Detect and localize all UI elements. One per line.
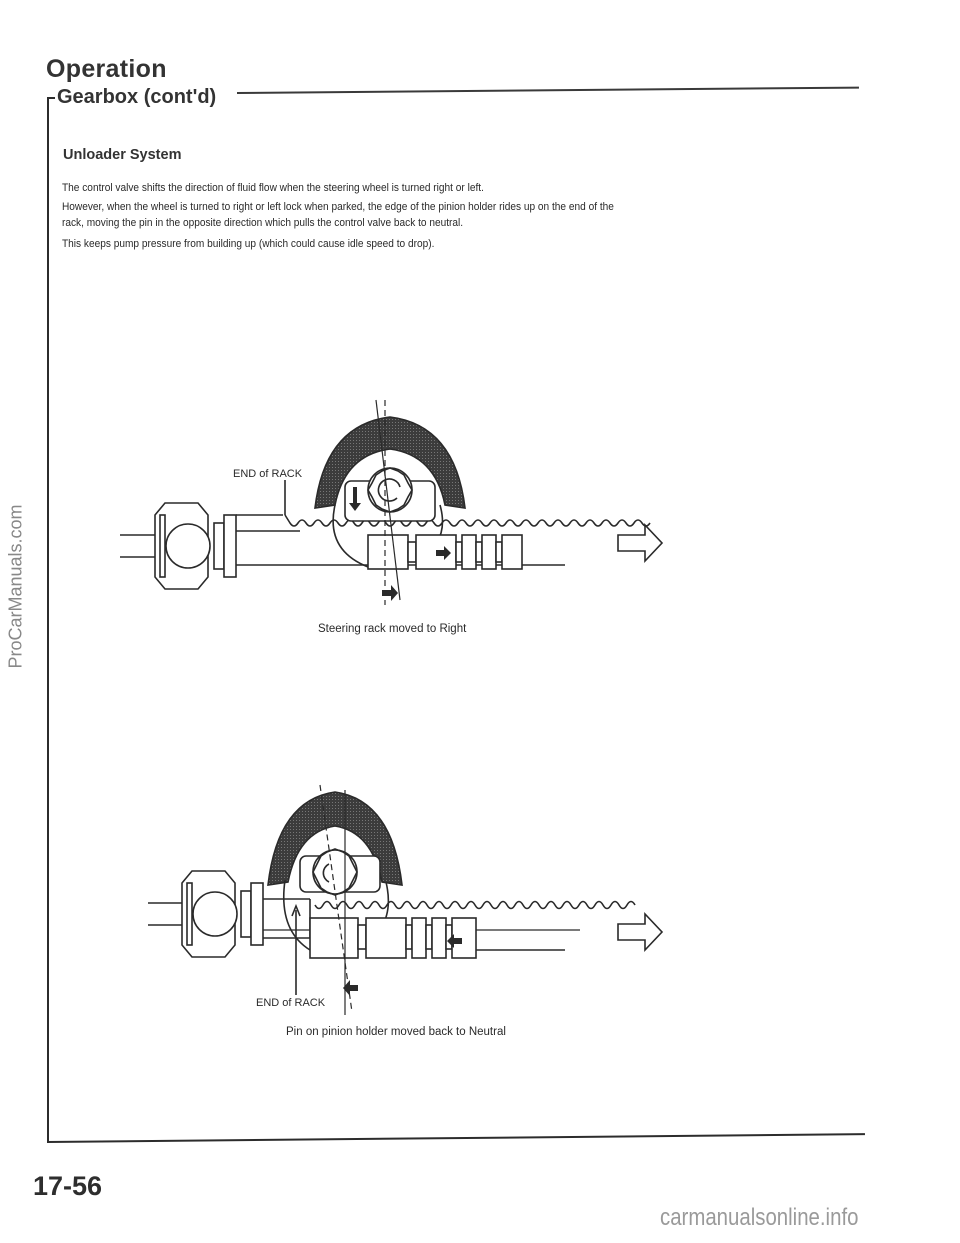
diagram-1-caption: Steering rack moved to Right	[318, 623, 467, 635]
frame-left-border	[47, 97, 49, 1143]
paragraph-2-line-1: However, when the wheel is turned to rig…	[62, 201, 614, 213]
diagram-pin-back-to-neutral: END of RACK	[148, 784, 664, 1015]
diagram-2-caption: Pin on pinion holder moved back to Neutr…	[286, 1026, 506, 1038]
paragraph-1: The control valve shifts the direction o…	[62, 182, 484, 194]
page-heading: Operation	[46, 55, 167, 83]
bottom-watermark: carmanualsonline.info	[660, 1204, 859, 1231]
frame-top-tick	[47, 97, 55, 99]
side-watermark: ProCarManuals.com	[5, 504, 26, 669]
page-number: 17-56	[33, 1171, 103, 1201]
subsection-title: Unloader System	[63, 147, 182, 163]
diagram-rack-moved-right: END of RACK	[120, 399, 664, 605]
frame-top-rule	[236, 86, 859, 94]
end-of-rack-label-2: END of RACK	[256, 997, 326, 1009]
section-frame	[46, 86, 865, 1143]
paragraph-2: However, when the wheel is turned to rig…	[62, 199, 614, 231]
section-title: Gearbox (cont'd)	[57, 86, 217, 108]
paragraph-2-line-2: rack, moving the pin in the opposite dir…	[62, 217, 464, 229]
end-of-rack-label-1: END of RACK	[233, 468, 303, 480]
paragraph-3: This keeps pump pressure from building u…	[62, 238, 435, 250]
frame-bottom-rule	[46, 1133, 865, 1143]
